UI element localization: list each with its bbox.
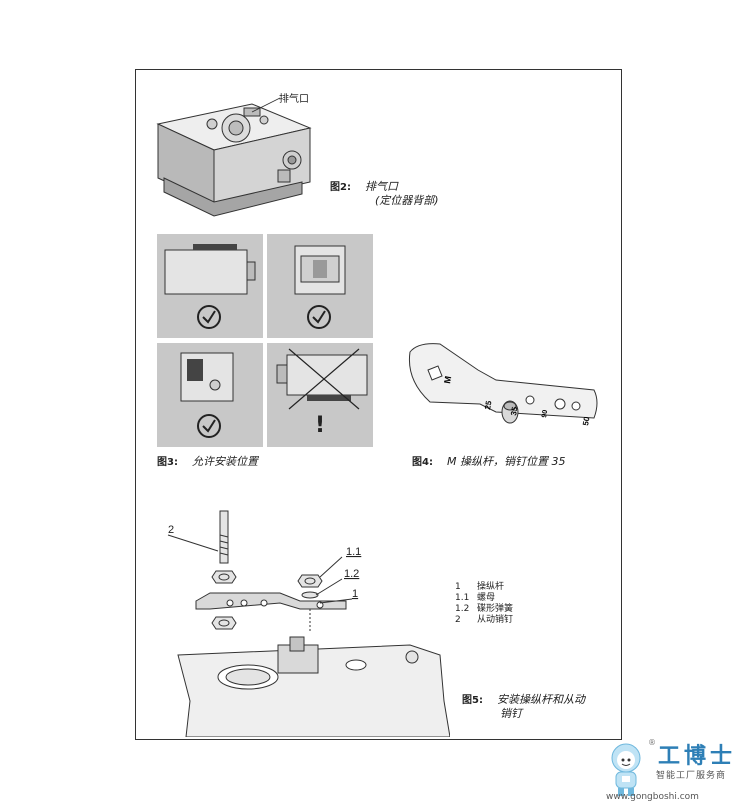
lever-illustration: M 25 35 50 90 bbox=[408, 343, 598, 426]
legend-key: 2 bbox=[455, 615, 461, 625]
robot-mascot-icon bbox=[611, 743, 641, 796]
callout-1: 1 bbox=[352, 588, 358, 600]
fig3-caption: 图3: 允许安装位置 bbox=[157, 455, 258, 470]
fig2-caption-line2: (定位器背部) bbox=[375, 194, 439, 207]
watermark-slogan: 智能工厂服务商 bbox=[656, 771, 727, 781]
legend-label: 碟形弹簧 bbox=[477, 604, 514, 614]
mount-position-4: ! bbox=[267, 343, 373, 447]
legend-key: 1.1 bbox=[455, 593, 470, 603]
legend-key: 1 bbox=[455, 582, 461, 592]
mount-position-1-drawing bbox=[164, 244, 256, 329]
gongboshi-watermark: ® 工博士 智能工厂服务商 www.gongboshi.com bbox=[604, 736, 744, 806]
check-icon bbox=[197, 305, 221, 329]
lever-mark-90: 90 bbox=[541, 409, 549, 418]
legend-row: 1 操纵杆 bbox=[455, 582, 513, 593]
legend-label: 螺母 bbox=[477, 593, 496, 603]
legend-row: 1.2 碟形弹簧 bbox=[455, 604, 513, 615]
fig5-number: 图5: bbox=[462, 695, 483, 706]
callout-1-2: 1.2 bbox=[344, 568, 359, 580]
mount-position-3-drawing bbox=[180, 352, 234, 438]
fig2-caption: 图2: 排气口 bbox=[330, 180, 398, 195]
callout-1-1: 1.1 bbox=[346, 546, 361, 558]
fig5-caption-line2: 销钉 bbox=[500, 707, 522, 720]
fig3-number: 图3: bbox=[157, 457, 178, 468]
fig5-caption-line1: 安装操纵杆和从动 bbox=[496, 693, 585, 706]
fig4-caption-text: M 操纵杆，销钉位置 35 bbox=[446, 455, 566, 468]
fig5-caption-second: 销钉 bbox=[500, 707, 522, 721]
check-icon bbox=[307, 305, 331, 329]
warning-icon: ! bbox=[315, 413, 326, 438]
mount-position-1 bbox=[157, 234, 263, 338]
legend-row: 1.1 螺母 bbox=[455, 593, 513, 604]
fig5-caption: 图5: 安装操纵杆和从动 bbox=[462, 693, 585, 708]
watermark-reg: ® bbox=[648, 738, 656, 747]
watermark-brand: 工博士 bbox=[658, 743, 737, 769]
legend-label: 操纵杆 bbox=[477, 582, 505, 592]
mount-position-3 bbox=[157, 343, 263, 447]
fig2-number: 图2: bbox=[330, 182, 351, 193]
fig4-number: 图4: bbox=[412, 457, 433, 468]
mount-position-2-drawing bbox=[294, 245, 346, 329]
callout-2: 2 bbox=[168, 524, 174, 536]
fig2-caption-line1: 排气口 bbox=[364, 180, 398, 193]
watermark-url: www.gongboshi.com bbox=[606, 792, 699, 802]
fig2-caption-second: (定位器背部) bbox=[375, 194, 439, 208]
check-icon bbox=[197, 414, 221, 438]
lever-mark-50: 50 bbox=[581, 415, 592, 426]
vent-callout: 排气口 bbox=[279, 94, 309, 105]
legend-key: 1.2 bbox=[455, 604, 470, 614]
fig3-caption-text: 允许安装位置 bbox=[191, 455, 258, 468]
lever-mark-25: 25 bbox=[483, 399, 494, 410]
fig5-legend: 1 操纵杆 1.1 螺母 1.2 碟形弹簧 2 从动销钉 bbox=[455, 582, 513, 626]
lever-mark-35: 35 bbox=[509, 405, 520, 416]
mount-position-2 bbox=[267, 234, 373, 338]
legend-label: 从动销钉 bbox=[477, 615, 514, 625]
page-frame bbox=[135, 69, 622, 740]
positioner-back-illustration bbox=[156, 97, 312, 217]
mount-position-4-drawing bbox=[276, 348, 368, 410]
lever-mounting-illustration: 2 1.1 1.2 1 bbox=[167, 510, 450, 737]
fig4-caption: 图4: M 操纵杆，销钉位置 35 bbox=[412, 455, 565, 470]
legend-row: 2 从动销钉 bbox=[455, 615, 513, 626]
lever-mark-m: M bbox=[442, 375, 453, 384]
